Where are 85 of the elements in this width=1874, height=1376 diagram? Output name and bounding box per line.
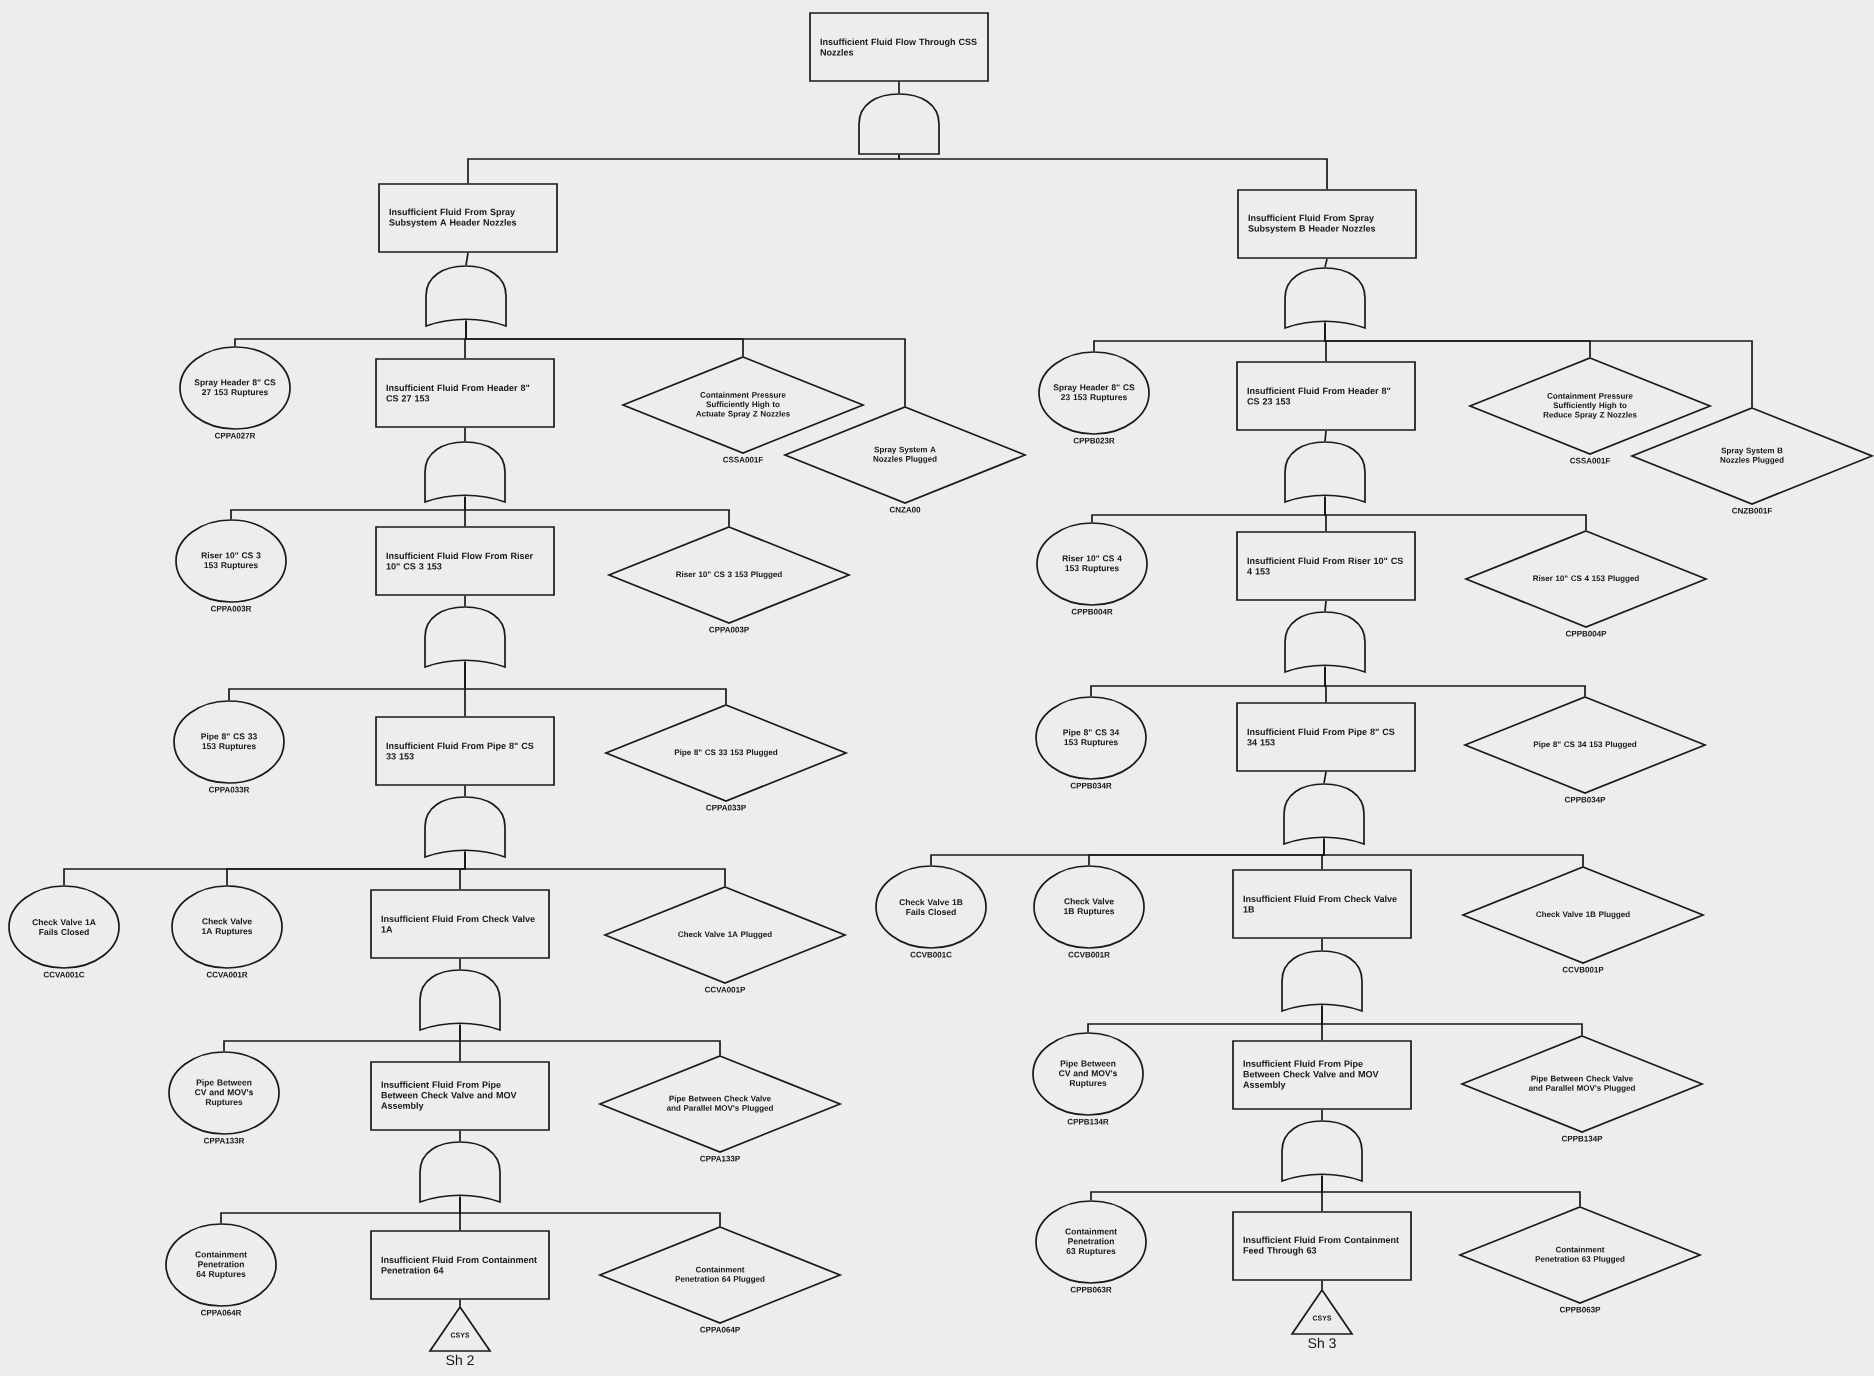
event-box: Insufficient Fluid From Containment Feed Through 63 (1232, 1211, 1412, 1281)
connector-line (1324, 429, 1327, 442)
connector-line (464, 661, 727, 705)
event-box: Insufficient Fluid From Spray Subsystem A Header Nozzles (378, 183, 558, 253)
event-code: CPPA003P (709, 626, 749, 633)
connector-line (459, 1299, 461, 1307)
connector-line (465, 319, 906, 407)
event-box: Insufficient Fluid From Pipe Between Check Valve and MOV Assembly (1232, 1040, 1412, 1110)
event-code: CSSA001F (1570, 457, 1610, 464)
event-code: CCVB001C (910, 951, 952, 958)
event-box: Insufficient Fluid From Containment Penetration 64 (370, 1230, 550, 1300)
event-code: CPPA033P (706, 804, 746, 811)
event-code: CPPB063R (1070, 1286, 1112, 1293)
event-code: CPPB023R (1073, 437, 1115, 444)
event-box: Insufficient Fluid From Check Valve 1A (370, 889, 550, 959)
connector-line (1321, 1005, 1583, 1036)
connector-line (1323, 838, 1584, 867)
event-box: Insufficient Fluid From Pipe 8" CS 33 153 (375, 716, 555, 786)
or-gate (425, 265, 507, 327)
connector-line (464, 785, 466, 797)
event-code: CPPA027R (214, 432, 256, 439)
event-box: Insufficient Fluid Flow Through CSS Nozzles (809, 12, 989, 82)
connector-line (1321, 1280, 1323, 1290)
or-gate (1281, 950, 1363, 1012)
event-code: CPPA064R (200, 1309, 242, 1316)
connector-line (464, 495, 730, 527)
or-gate (424, 441, 506, 503)
connector-line (465, 252, 469, 266)
or-gate (1283, 783, 1365, 845)
connector-line (464, 595, 466, 607)
event-code: CPPB004R (1071, 608, 1113, 615)
connector-line (1321, 1175, 1581, 1207)
event-code: CPPB063P (1559, 1306, 1601, 1313)
connector-line (459, 958, 461, 970)
event-code: CPPB134P (1561, 1135, 1603, 1142)
event-code: CCVA001C (43, 971, 85, 978)
or-gate (1284, 611, 1366, 673)
connector-line (459, 1196, 721, 1227)
event-code: CCVA001R (206, 971, 248, 978)
or-gate (1281, 1120, 1363, 1182)
event-box: Insufficient Fluid From Header 8" CS 27 153 (375, 358, 555, 428)
event-code: CPPB004P (1565, 630, 1607, 637)
sheet-reference: Sh 3 (1308, 1337, 1336, 1349)
event-box: Insufficient Fluid From Riser 10" CS 4 153 (1236, 531, 1416, 601)
event-code: CPPB034R (1070, 782, 1112, 789)
event-code: CNZA00 (889, 506, 921, 513)
event-code: CPPA003R (210, 605, 252, 612)
event-code: CPPA133P (700, 1155, 740, 1162)
event-box: Insufficient Fluid From Header 8" CS 23 153 (1236, 361, 1416, 431)
event-box: Insufficient Fluid Flow From Riser 10" CS 3 153 (375, 526, 555, 596)
connector-line (898, 81, 900, 94)
event-box: Insufficient Fluid From Spray Subsystem B Header Nozzles (1237, 189, 1417, 259)
event-code: CPPA033R (208, 786, 250, 793)
connector-line (1323, 771, 1327, 784)
connector-line (1324, 666, 1586, 697)
connector-line (1321, 1109, 1323, 1121)
event-code: CNZB001F (1732, 507, 1772, 514)
connector-line (464, 426, 466, 442)
event-code: CPPB134R (1067, 1118, 1109, 1125)
connector-line (898, 154, 1328, 190)
event-code: CSSA001F (723, 456, 763, 463)
event-box: Insufficient Fluid From Pipe Between Check Valve and MOV Assembly (370, 1061, 550, 1131)
connector-line (1324, 322, 1753, 408)
event-code: CPPA064P (700, 1326, 740, 1333)
connector-line (1324, 258, 1328, 268)
sheet-reference: Sh 2 (446, 1354, 474, 1366)
event-box: Insufficient Fluid From Pipe 8" CS 34 153 (1236, 702, 1416, 772)
or-gate (1284, 267, 1366, 329)
event-box: Insufficient Fluid From Check Valve 1B (1232, 869, 1412, 939)
or-gate (1284, 441, 1366, 503)
or-gate (424, 796, 506, 858)
event-code: CCVB001P (1562, 966, 1604, 973)
connector-line (1321, 938, 1323, 951)
event-code: CCVB001R (1068, 951, 1110, 958)
or-gate (424, 606, 506, 668)
connector-line (459, 1130, 461, 1142)
connector-line (1324, 600, 1327, 612)
or-gate (419, 1141, 501, 1203)
event-code: CCVA001P (704, 986, 746, 993)
connector-line (464, 851, 726, 887)
connector-line (459, 1023, 721, 1056)
connector-line (1324, 495, 1587, 531)
event-code: CPPB034P (1564, 796, 1606, 803)
event-code: CPPA133R (203, 1137, 245, 1144)
or-gate (419, 969, 501, 1031)
